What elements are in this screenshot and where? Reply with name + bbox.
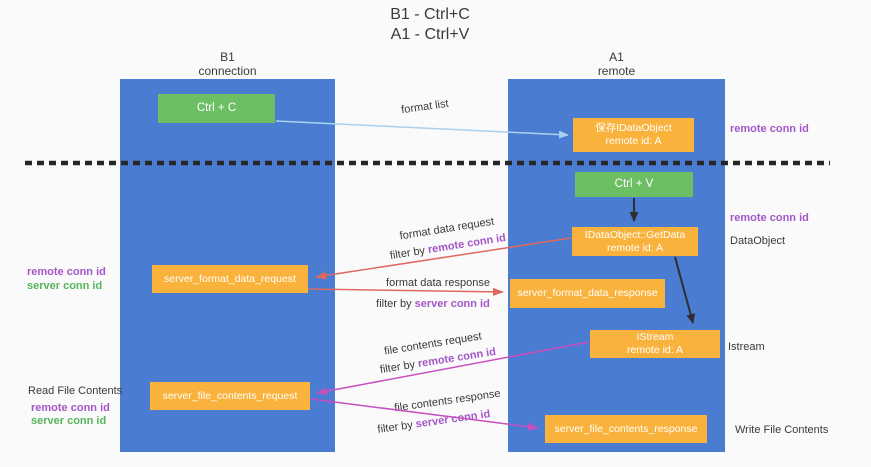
node-idataobject-getdata: IDataObject::GetData remote id: A (572, 227, 698, 256)
right-column-name: A1 (609, 50, 624, 64)
istream-side-label: Istream (728, 341, 765, 353)
left-server-conn-id-top: server conn id (27, 280, 103, 292)
left-remote-conn-id-top: remote conn id (27, 266, 106, 278)
node-istream-line1: IStream (636, 331, 674, 343)
node-ctrl-c-label: Ctrl + C (196, 102, 237, 114)
edge-label-format-list: format list (400, 97, 450, 117)
node-istream-line2: remote id: A (626, 344, 684, 356)
node-server-format-data-response: server_format_data_response (510, 279, 665, 308)
right-remote-conn-id-mid: remote conn id (730, 212, 809, 224)
left-server-conn-id-bottom: server conn id (31, 415, 107, 427)
dataobject-label: DataObject (730, 235, 786, 247)
node-idataobject-getdata-line2: remote id: A (606, 241, 664, 254)
node-server-file-contents-request-label: server_file_contents_request (162, 389, 298, 402)
filter-by-text-4: filter by (376, 419, 414, 436)
filter-server-conn-id-1: server conn id (414, 298, 490, 310)
node-server-format-data-response-label: server_format_data_response (517, 287, 658, 299)
node-server-format-data-request: server_format_data_request (152, 265, 308, 293)
node-save-idataobject-line2: remote id: A (605, 135, 662, 147)
right-column-header: A1 remote (508, 50, 725, 78)
edge-label-format-data-response: format data response (386, 277, 490, 289)
filter-by-text-3: filter by (379, 358, 416, 377)
read-file-contents-label: Read File Contents (28, 385, 123, 397)
filter-server-conn-id-2: server conn id (414, 408, 492, 431)
write-file-contents-label: Write File Contents (735, 424, 829, 436)
node-server-format-data-request-label: server_format_data_request (164, 272, 296, 285)
node-server-file-contents-request: server_file_contents_request (150, 382, 310, 410)
filter-by-text-1: filter by (389, 244, 426, 263)
node-istream: IStream remote id: A (590, 330, 720, 358)
node-server-file-contents-response-label: server_file_contents_response (554, 422, 698, 435)
left-column-name: B1 (220, 50, 235, 64)
node-server-file-contents-response: server_file_contents_response (545, 415, 707, 443)
node-ctrl-v: Ctrl + V (575, 172, 693, 197)
node-ctrl-v-label: Ctrl + V (614, 178, 654, 190)
left-remote-conn-id-bottom: remote conn id (31, 402, 110, 414)
right-remote-conn-id-top: remote conn id (730, 123, 809, 135)
diagram-title-line1: B1 - Ctrl+C (390, 6, 470, 23)
left-column-header: B1 connection (120, 50, 335, 78)
node-ctrl-c: Ctrl + C (158, 94, 275, 123)
filter-by-text-2: filter by (376, 298, 412, 310)
right-column-subtitle: remote (597, 64, 636, 78)
diagram-title-line2: A1 - Ctrl+V (390, 26, 470, 43)
left-column-subtitle: connection (198, 64, 257, 78)
node-save-idataobject: 保存IDataObject remote id: A (573, 118, 694, 152)
node-idataobject-getdata-line1: IDataObject::GetData (584, 228, 686, 241)
node-save-idataobject-line1: 保存IDataObject (595, 122, 672, 134)
